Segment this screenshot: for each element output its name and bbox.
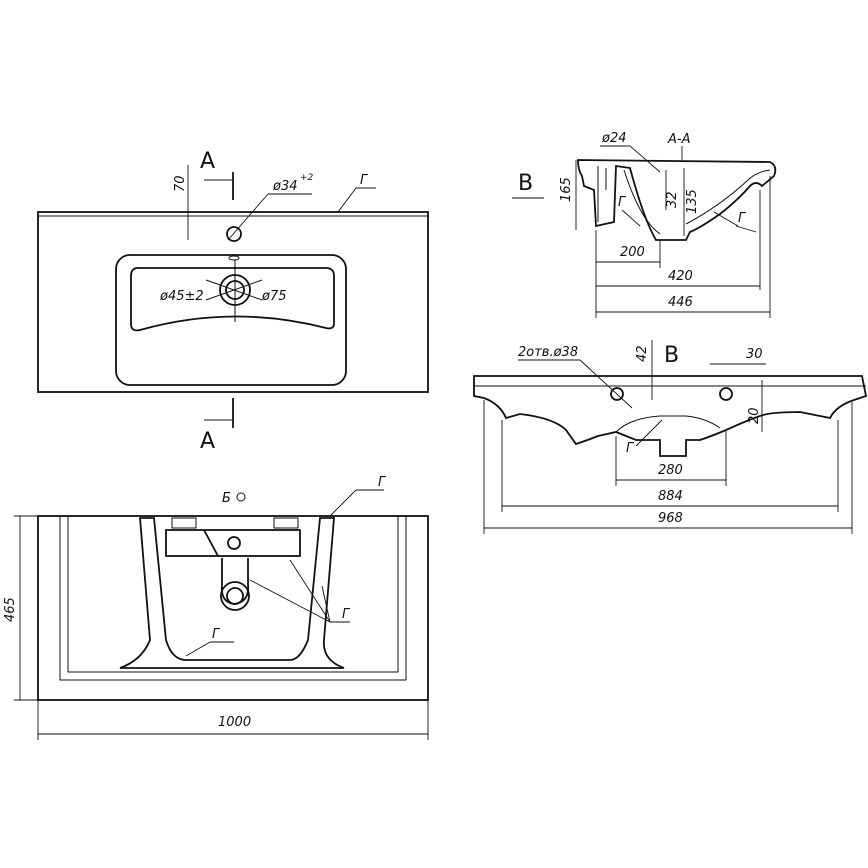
top-view-basin-opening xyxy=(130,267,335,332)
dim-968: 968 xyxy=(658,511,683,526)
dim-drain-45: ø45±2 xyxy=(159,289,204,304)
note-g-section-1: Г xyxy=(618,195,627,210)
mount-hole-left xyxy=(610,387,624,401)
note-g-top: Г xyxy=(360,173,369,188)
dim-42: 42 xyxy=(635,345,650,362)
view-b-title: B xyxy=(664,343,679,368)
note-g-view-b: Г xyxy=(626,441,635,456)
dim-465: 465 xyxy=(3,597,18,622)
note-g-bottom-2: Г xyxy=(342,607,351,622)
faucet-hole xyxy=(226,226,242,242)
bottom-drain xyxy=(220,558,250,605)
note-g-bottom-3: Г xyxy=(212,627,221,642)
section-a-bottom-label: A xyxy=(200,429,215,454)
dim-446: 446 xyxy=(668,295,693,310)
view-b-cyr-label: Б xyxy=(222,491,231,506)
view-b-profile xyxy=(473,375,868,457)
dim-1000: 1000 xyxy=(218,715,251,730)
section-aa-profile xyxy=(577,159,777,241)
dim-20: 20 xyxy=(747,407,762,424)
dim-280: 280 xyxy=(658,463,683,478)
dim-hole-34: ø34 xyxy=(272,179,298,194)
section-aa: A-A B ø24 165 135 32 Г Г 200 xyxy=(512,131,777,318)
dim-hole-tolerance: +2 xyxy=(300,173,314,183)
view-b-arrow-label: B xyxy=(518,171,533,196)
top-view: A A 70 ø34 +2 Г ø45±2 ø75 xyxy=(37,149,429,454)
section-aa-title: A-A xyxy=(667,132,690,147)
dim-200: 200 xyxy=(620,245,645,260)
dim-420: 420 xyxy=(668,269,693,284)
bottom-faucet-hole xyxy=(227,536,241,550)
top-view-outline xyxy=(37,211,429,393)
dim-24: ø24 xyxy=(601,131,627,146)
bottom-bracket xyxy=(119,517,345,669)
mount-hole-right xyxy=(719,387,733,401)
note-g-section-2: Г xyxy=(738,211,747,226)
dim-30: 30 xyxy=(746,347,763,362)
note-g-bottom-1: Г xyxy=(378,475,387,490)
bottom-view: Б Г Г Г 465 1000 xyxy=(3,475,429,740)
dim-drain-75: ø75 xyxy=(261,289,287,304)
holes-label: 2отв.ø38 xyxy=(518,345,578,360)
top-view-bowl xyxy=(115,254,347,386)
dim-165: 165 xyxy=(559,177,574,202)
dim-135: 135 xyxy=(685,189,700,214)
bottom-view-outline xyxy=(37,515,429,701)
dim-70: 70 xyxy=(173,175,188,192)
section-a-top-label: A xyxy=(200,149,215,174)
dim-884: 884 xyxy=(658,489,683,504)
view-b: B 2отв.ø38 42 30 20 Г 280 884 xyxy=(473,340,868,534)
dim-32: 32 xyxy=(665,191,680,208)
